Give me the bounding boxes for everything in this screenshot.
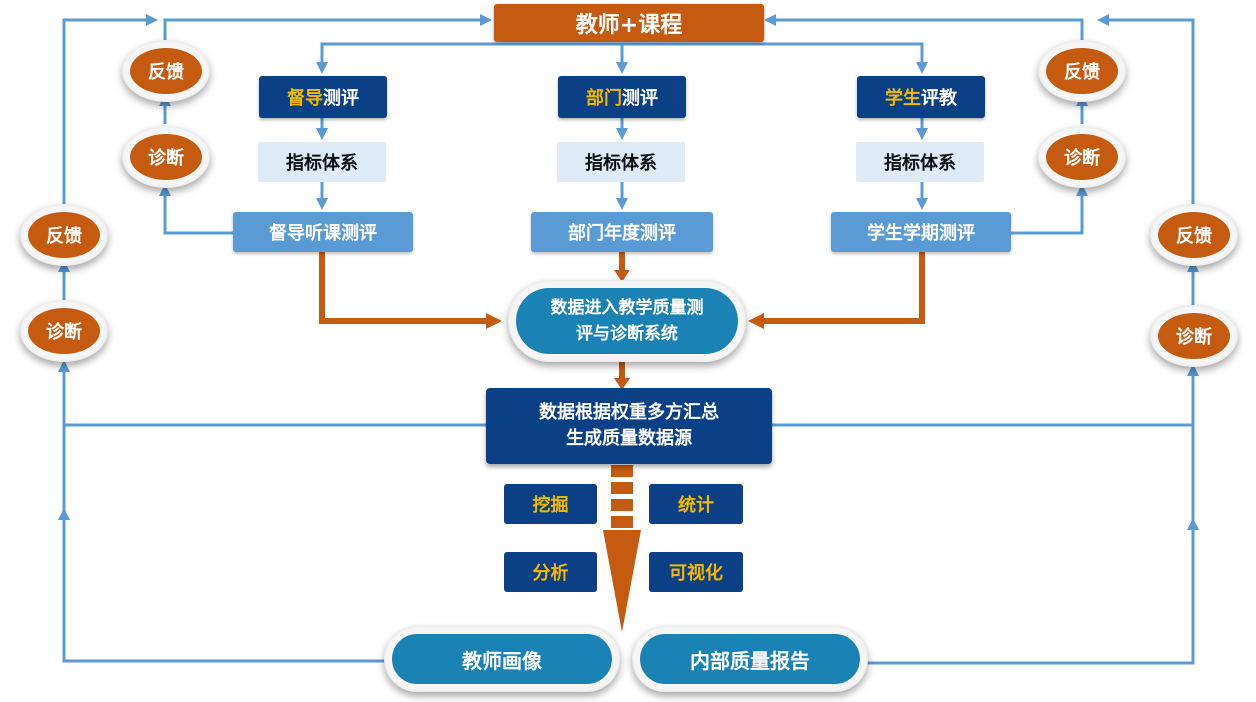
head-rest: 测评 [323, 88, 359, 109]
index-system-box: 指标体系 [856, 142, 984, 182]
index-system-box: 指标体系 [258, 142, 386, 182]
teacher-portrait-label: 教师画像 [392, 634, 612, 684]
quality-system-label: 数据进入教学质量测 评与诊断系统 [516, 288, 738, 354]
supervisor-eval-head: 督导测评 [259, 76, 387, 118]
diagnosis-node: 诊断 [122, 126, 210, 188]
feedback-label: 反馈 [28, 212, 100, 258]
mining-box: 挖掘 [504, 484, 597, 524]
head-highlight: 督导 [287, 88, 323, 109]
feedback-label: 反馈 [1046, 48, 1118, 94]
index-system-box: 指标体系 [557, 142, 685, 182]
statistics-box: 统计 [649, 484, 743, 524]
teacher-course-box: 教师+课程 [494, 4, 764, 42]
center-line-2: 评与诊断系统 [576, 324, 678, 344]
feedback-node: 反馈 [20, 204, 108, 266]
visualization-box: 可视化 [649, 552, 743, 592]
diagnosis-label: 诊断 [28, 308, 100, 354]
diagnosis-node: 诊断 [1038, 126, 1126, 188]
center-line-1: 数据进入教学质量测 [550, 298, 704, 318]
diagnosis-node: 诊断 [20, 300, 108, 362]
head-rest: 评教 [921, 88, 957, 109]
quality-report-node: 内部质量报告 [632, 626, 868, 692]
head-highlight: 学生 [885, 88, 921, 109]
analysis-box: 分析 [504, 552, 597, 592]
teacher-portrait-node: 教师画像 [384, 626, 620, 692]
student-eval-head: 学生评教 [857, 76, 985, 118]
aggregate-line-1: 数据根据权重多方汇总 [539, 402, 719, 423]
diagnosis-node: 诊断 [1150, 305, 1238, 367]
feedback-label: 反馈 [130, 48, 202, 94]
diagnosis-label: 诊断 [1046, 134, 1118, 180]
aggregate-line-2: 生成质量数据源 [566, 428, 692, 449]
diagnosis-label: 诊断 [1158, 313, 1230, 359]
feedback-node: 反馈 [1038, 40, 1126, 102]
supervisor-lecture-eval-box: 督导听课测评 [233, 212, 413, 252]
diagnosis-label: 诊断 [130, 134, 202, 180]
head-rest: 测评 [622, 88, 658, 109]
department-eval-head: 部门测评 [558, 76, 686, 118]
quality-system-node: 数据进入教学质量测 评与诊断系统 [508, 280, 746, 362]
department-annual-eval-box: 部门年度测评 [531, 212, 713, 252]
quality-report-label: 内部质量报告 [640, 634, 860, 684]
feedback-label: 反馈 [1158, 212, 1230, 258]
weighted-aggregation-box: 数据根据权重多方汇总 生成质量数据源 [486, 388, 772, 464]
feedback-node: 反馈 [122, 40, 210, 102]
student-semester-eval-box: 学生学期测评 [831, 212, 1011, 252]
head-highlight: 部门 [586, 88, 622, 109]
feedback-node: 反馈 [1150, 204, 1238, 266]
